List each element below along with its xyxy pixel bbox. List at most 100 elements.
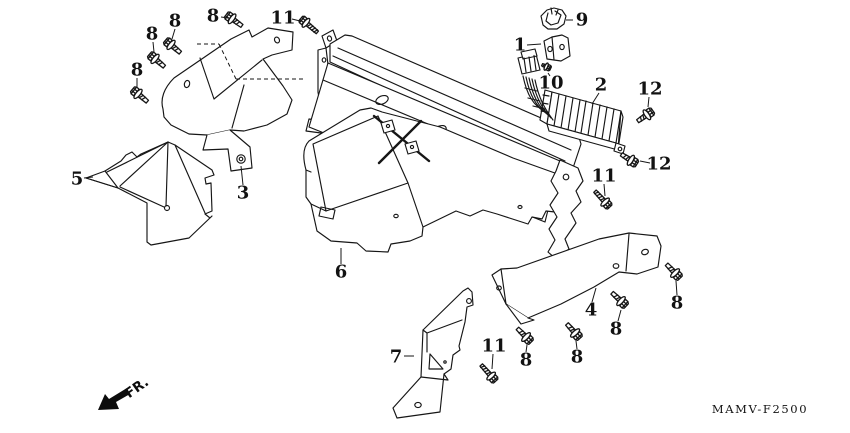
wire-connector-cap — [520, 48, 538, 60]
callout-ref-8[interactable]: 8 — [169, 11, 182, 32]
leader-line-12 — [647, 96, 650, 108]
callout-ref-3[interactable]: 3 — [237, 183, 250, 204]
bolt-threads — [232, 19, 241, 25]
bolt-head-facets — [490, 376, 499, 384]
part7-triangle-cut — [428, 353, 444, 370]
part5-pin-hole — [163, 204, 171, 212]
part3-foot-tab — [202, 129, 253, 172]
callout-ref-11[interactable]: 11 — [270, 8, 295, 29]
leader-line-5 — [83, 176, 94, 179]
bolt-8 — [223, 11, 244, 29]
bolt-10 — [540, 62, 553, 72]
callout-ref-9[interactable]: 9 — [576, 10, 589, 31]
part6-hole-right — [517, 204, 523, 210]
bolt-8 — [162, 37, 183, 55]
part9-outline — [540, 7, 567, 30]
bolt-threads — [518, 330, 526, 336]
bolt-head-facets — [525, 336, 534, 345]
bolt-threads — [667, 266, 675, 272]
bolt-head-facets — [163, 37, 171, 46]
leader-line-11 — [603, 183, 606, 197]
callout-ref-1[interactable]: 1 — [514, 35, 527, 56]
bolt-12 — [635, 107, 656, 124]
frame-beam-creases — [332, 47, 572, 162]
frame-left-bracket-hole-upper — [321, 57, 327, 63]
bolt-head-facets — [546, 64, 552, 72]
bolt-11 — [479, 363, 499, 384]
bolt-head-facets — [574, 333, 583, 341]
part5-creases — [85, 141, 206, 214]
frame-slot-1 — [375, 94, 389, 106]
bolt-8 — [610, 290, 630, 309]
leader-line-10 — [547, 72, 551, 77]
part3-outline — [161, 27, 294, 136]
part1-hole-right — [559, 43, 565, 51]
callout-ref-6[interactable]: 6 — [335, 262, 348, 283]
part3-grommet-outer — [236, 154, 246, 164]
part4-creases — [500, 233, 630, 305]
bolt-12 — [619, 152, 640, 168]
diagram-artwork — [85, 7, 662, 419]
part6-creases — [305, 169, 424, 228]
callout-ref-12[interactable]: 12 — [637, 79, 662, 100]
leader-line-1 — [526, 43, 542, 46]
part-2-regulator-unit — [517, 48, 626, 155]
leader-line-4 — [591, 287, 597, 303]
leader-line-12 — [639, 160, 651, 164]
callout-ref-8[interactable]: 8 — [610, 319, 623, 340]
bolt-8 — [664, 262, 683, 281]
callout-ref-8[interactable]: 8 — [131, 60, 144, 81]
bolt-threads — [480, 365, 492, 375]
bolt-threads — [593, 191, 606, 201]
callout-ref-2[interactable]: 2 — [595, 75, 608, 96]
bolt-head-facets — [298, 15, 306, 24]
bolt-head-facets — [647, 107, 655, 116]
part7-outline — [392, 287, 474, 419]
part4-tab-hole — [641, 248, 649, 256]
part-7-lower-bracket — [392, 287, 474, 419]
bolt-8 — [515, 326, 534, 345]
diagram-code: MAMV-F2500 — [712, 402, 808, 416]
bolt-threads — [306, 23, 319, 33]
part6-clamp-bolt-2 — [409, 144, 415, 150]
bolt-11 — [298, 15, 320, 35]
annotations: FR. MAMV-F2500 — [98, 374, 808, 416]
bolt-8 — [564, 322, 583, 342]
fr-direction-label: FR. — [122, 374, 152, 401]
bolt-threads — [613, 294, 621, 300]
leader-line-8 — [617, 309, 622, 322]
bolt-8 — [129, 86, 150, 104]
callout-ref-5[interactable]: 5 — [71, 169, 84, 190]
callout-ref-7[interactable]: 7 — [390, 347, 403, 368]
part1-hole-left — [547, 45, 553, 53]
leader-line-8 — [575, 340, 578, 350]
leader-line-8 — [171, 28, 176, 40]
frame-finger-hole — [562, 173, 570, 181]
part4-outline — [491, 232, 662, 319]
part2-fins — [553, 93, 615, 142]
callout-ref-12[interactable]: 12 — [646, 154, 671, 175]
callout-ref-8[interactable]: 8 — [571, 347, 584, 368]
part6-latch-detail — [318, 206, 336, 220]
callout-ref-11[interactable]: 11 — [481, 336, 506, 357]
callout-ref-11[interactable]: 11 — [591, 166, 616, 187]
callout-ref-8[interactable]: 8 — [146, 24, 159, 45]
callout-ref-8[interactable]: 8 — [207, 6, 220, 27]
bolt-threads — [155, 59, 164, 66]
bolt-head-facets — [621, 300, 629, 309]
part1-outline — [543, 34, 571, 62]
fastener-layer — [129, 11, 683, 384]
part-1-stay-bracket — [543, 34, 571, 62]
callout-ref-4[interactable]: 4 — [585, 300, 598, 321]
bolt-threads — [138, 94, 147, 101]
part-5-left-cover — [85, 141, 215, 246]
callout-ref-8[interactable]: 8 — [520, 350, 533, 371]
part4-ear-hole — [612, 263, 620, 269]
callout-ref-10[interactable]: 10 — [538, 73, 563, 94]
callout-ref-8[interactable]: 8 — [671, 293, 684, 314]
part7-face-dot — [443, 360, 447, 364]
part6-clamp-feet — [380, 119, 420, 155]
part2-mount-tab — [613, 142, 626, 155]
part7-wing-hole — [414, 401, 422, 409]
